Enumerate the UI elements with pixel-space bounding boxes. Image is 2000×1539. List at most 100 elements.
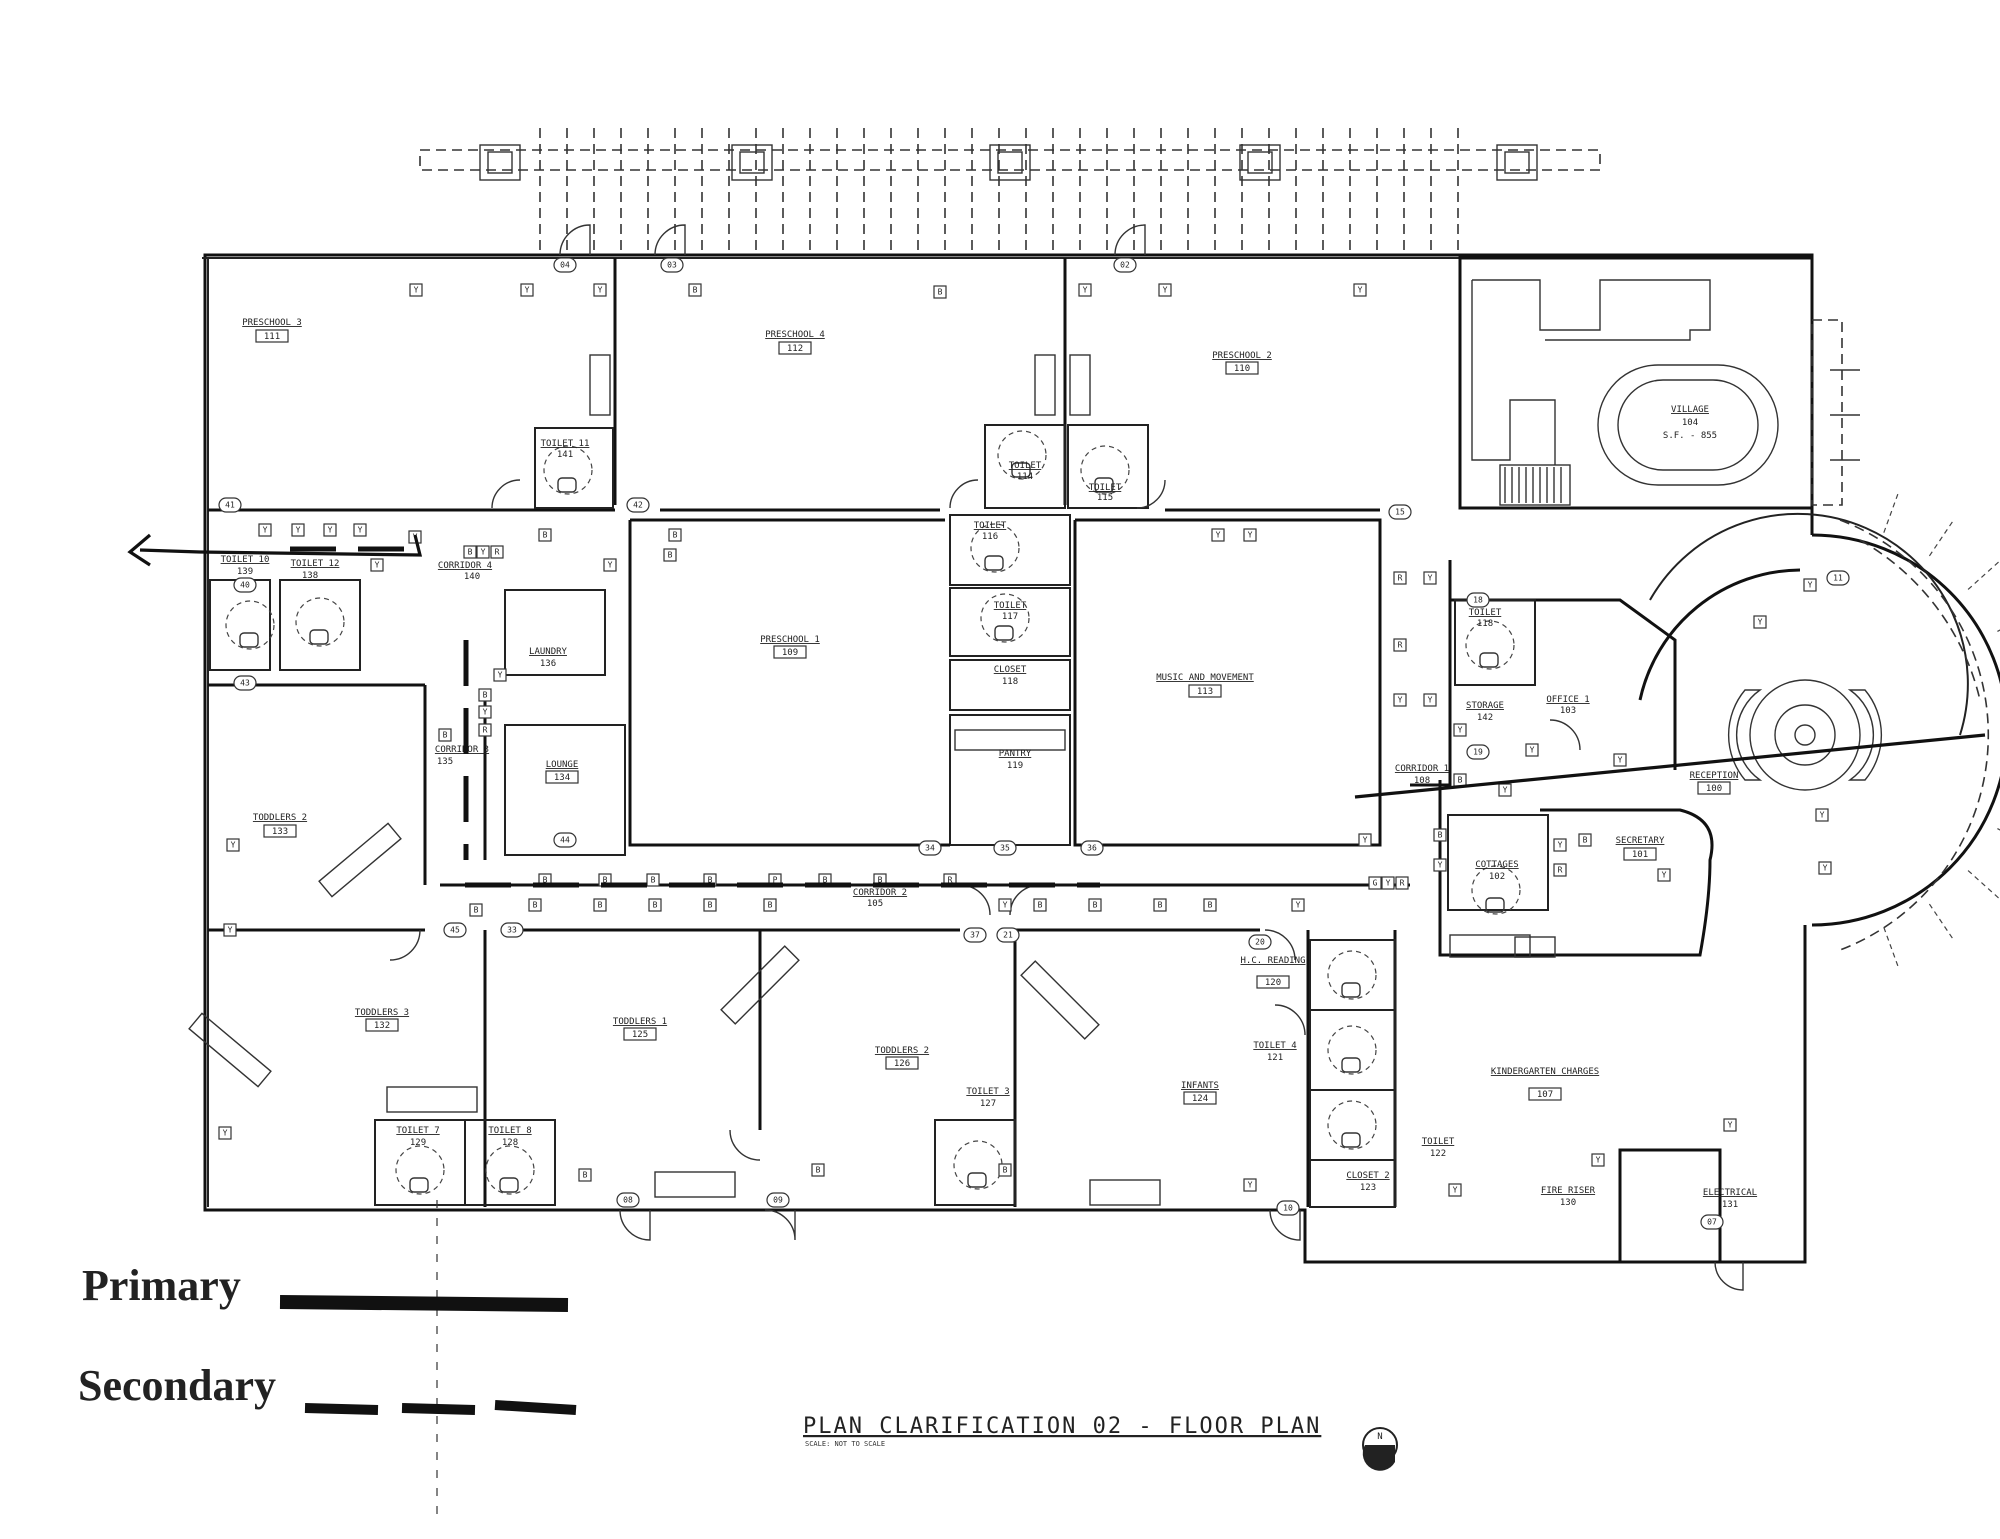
room-electrical-name: ELECTRICAL	[1703, 1188, 1757, 1198]
village-number: 104	[1682, 418, 1698, 428]
device-tag	[603, 558, 617, 572]
device-tag-letter: B	[708, 876, 713, 885]
device-tag	[1033, 898, 1047, 912]
reception-rotunda	[1638, 490, 2000, 970]
device-tag-letter: Y	[1453, 1186, 1458, 1195]
device-tag-letter: B	[543, 876, 548, 885]
device-tag-letter: B	[443, 731, 448, 740]
accessible-turning-circle	[395, 1145, 445, 1195]
door-number: 11	[1833, 574, 1843, 583]
accessible-turning-circle	[295, 597, 345, 647]
room-preschool-4-name: PRESCHOOL 4	[765, 330, 825, 340]
device-tag	[1433, 828, 1447, 842]
device-tag	[1453, 723, 1467, 737]
room-toilet-121-name: TOILET 4	[1253, 1041, 1296, 1051]
door-number: 43	[240, 679, 250, 688]
room-toilet-127-number: 127	[980, 1099, 996, 1109]
device-tag	[463, 545, 477, 559]
device-tag-letter: G	[1373, 879, 1378, 888]
device-tag	[1353, 283, 1367, 297]
device-tag-letter: B	[483, 691, 488, 700]
device-tag-letter: B	[653, 901, 658, 910]
device-tag-letter: Y	[263, 526, 268, 535]
canopy-rib	[1928, 518, 1956, 557]
device-tag-letter: B	[1438, 831, 1443, 840]
legend-secondary-swatch-2	[401, 1403, 476, 1415]
room-toddlers-126-name: TODDLERS 2	[875, 1046, 929, 1056]
angled-casework	[1020, 960, 1100, 1040]
door-number-bubble	[1276, 1200, 1300, 1216]
room-pantry-name: PANTRY	[999, 749, 1032, 759]
device-tag	[469, 903, 483, 917]
device-tag	[353, 523, 367, 537]
device-tag	[1553, 838, 1567, 852]
device-tag	[438, 728, 452, 742]
counter-casework	[386, 1086, 478, 1113]
legend-secondary-swatch-3	[494, 1400, 577, 1415]
door-number-bubble	[553, 257, 577, 273]
door-number: 36	[1087, 844, 1097, 853]
accessible-turning-circle	[980, 593, 1030, 643]
room-infants-number: 124	[1192, 1094, 1208, 1104]
device-tag-letter: Y	[1503, 786, 1508, 795]
room-hc-reading-number: 120	[1265, 978, 1281, 988]
device-tag-letter: Y	[358, 526, 363, 535]
device-tag	[763, 898, 777, 912]
room-preschool-3-number: 111	[264, 332, 280, 342]
device-tag	[226, 838, 240, 852]
device-tag-letter: Y	[1438, 861, 1443, 870]
device-tag	[218, 1126, 232, 1140]
toilet-fixture-icon	[994, 625, 1014, 641]
device-tag-letter: B	[768, 901, 773, 910]
device-tag-letter: B	[938, 288, 943, 297]
room-toddlers-1-number: 125	[632, 1030, 648, 1040]
device-tag	[1818, 861, 1832, 875]
room-lounge-name: LOUNGE	[546, 760, 579, 770]
device-tag-letter: Y	[296, 526, 301, 535]
device-tag	[1613, 753, 1627, 767]
device-tag-letter: B	[668, 551, 673, 560]
device-tag-letter: Y	[1428, 574, 1433, 583]
device-tag-letter: R	[1400, 879, 1405, 888]
room-toilet-128-name: TOILET 8	[488, 1126, 531, 1136]
device-tag-letter: B	[603, 876, 608, 885]
room-toilet-118-name: TOILET	[1469, 608, 1502, 618]
device-tag-letter: Y	[1808, 581, 1813, 590]
device-tag-letter: B	[1038, 901, 1043, 910]
primary-route-east	[1354, 733, 1986, 799]
device-tag-letter: Y	[1358, 286, 1363, 295]
legend: Primary Secondary	[78, 1261, 577, 1415]
device-tag-letter: Y	[1163, 286, 1168, 295]
device-tag	[1153, 898, 1167, 912]
device-tag	[688, 283, 702, 297]
device-tag	[1291, 898, 1305, 912]
device-tag-letter: B	[474, 906, 479, 915]
room-toilet-116-number: 116	[982, 532, 998, 542]
room-toilet-11-number: 141	[557, 450, 573, 460]
room-closet-118-number: 118	[1002, 677, 1018, 687]
device-tag	[490, 545, 504, 559]
door-number-bubble	[218, 497, 242, 513]
room-toddlers-3-name: TODDLERS 3	[355, 1008, 409, 1018]
door-number: 41	[225, 501, 235, 510]
toilet-fixture-icon	[499, 1177, 519, 1193]
room-cottages-number: 102	[1489, 872, 1505, 882]
north-arrow-icon: N	[1362, 1427, 1398, 1471]
room-hc-reading-name: H.C. READING	[1240, 956, 1305, 966]
room-fire-riser-number: 130	[1560, 1198, 1576, 1208]
toilet-fixture-icon	[1479, 652, 1499, 668]
drawing-title: PLAN CLARIFICATION 02 - FLOOR PLAN	[803, 1414, 1321, 1439]
device-tag	[1723, 1118, 1737, 1132]
device-tag-letter: Y	[231, 841, 236, 850]
door-number-bubble	[1700, 1214, 1724, 1230]
